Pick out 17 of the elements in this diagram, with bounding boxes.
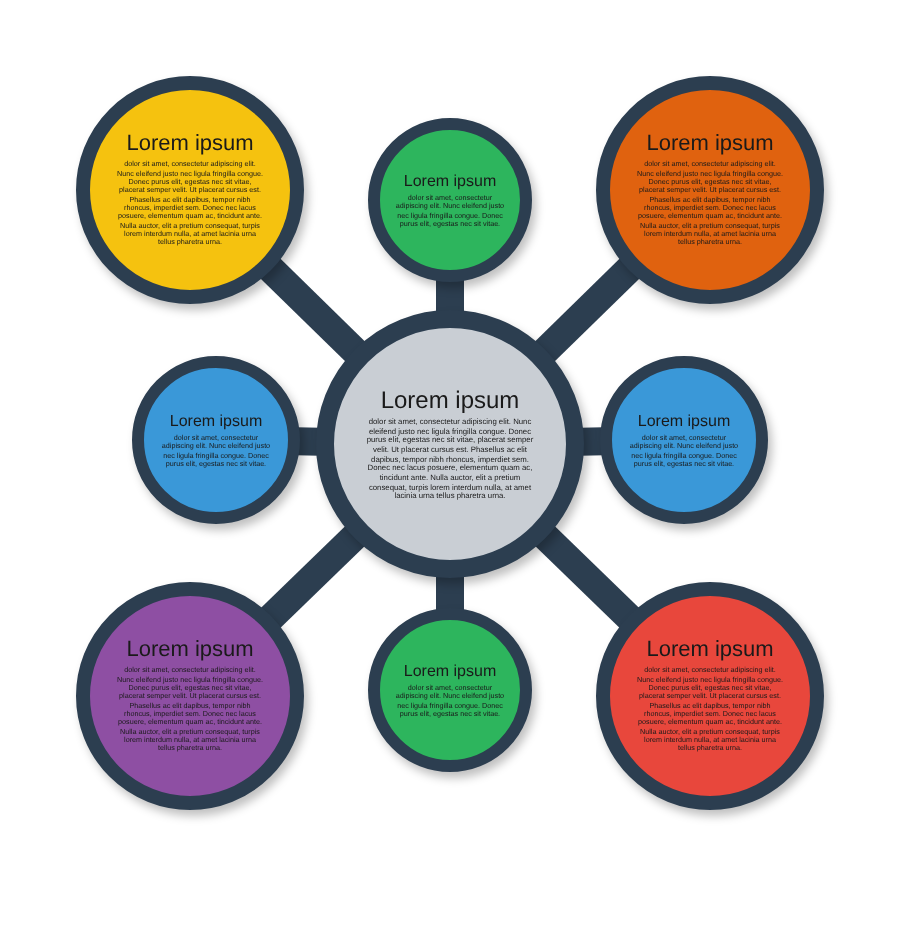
node-title: Lorem ipsum (169, 411, 263, 430)
node-title: Lorem ipsum (637, 411, 731, 430)
node-title: Lorem ipsum (646, 132, 774, 157)
connector (258, 256, 367, 364)
connector (259, 524, 367, 630)
connector (295, 427, 321, 456)
connector (533, 524, 641, 630)
node-title: Lorem ipsum (646, 638, 774, 663)
node-title: Lorem ipsum (126, 132, 254, 157)
connector (579, 427, 605, 456)
connector (436, 278, 464, 314)
node-title: Lorem ipsum (403, 171, 497, 190)
node-title: Lorem ipsum (380, 385, 520, 414)
node-title: Lorem ipsum (126, 638, 254, 663)
connector (533, 256, 642, 364)
connector (436, 574, 464, 612)
node-title: Lorem ipsum (403, 661, 497, 680)
